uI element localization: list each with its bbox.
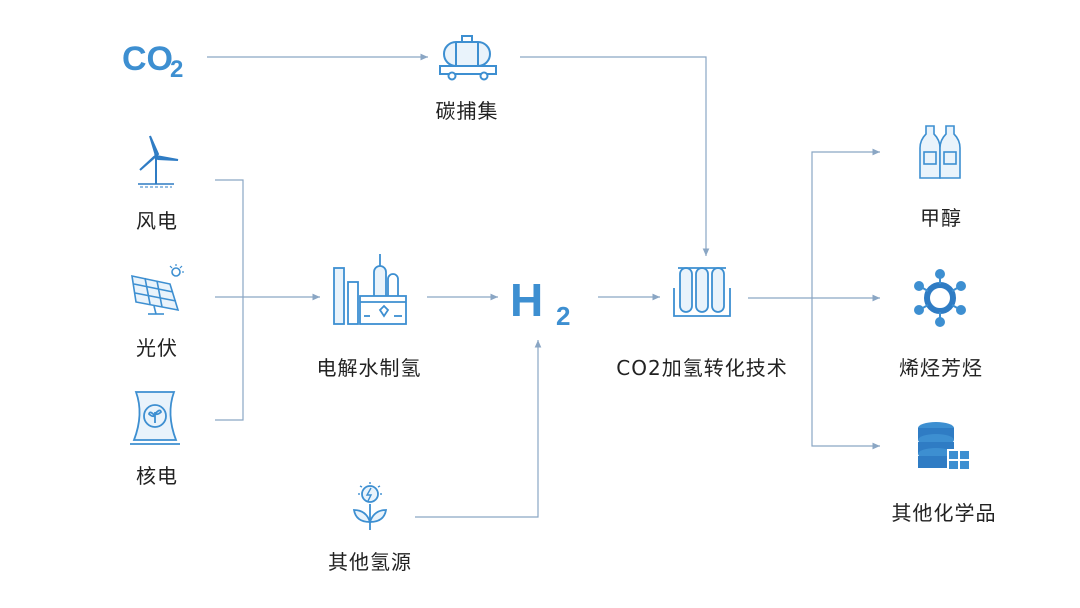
plant-energy-icon bbox=[352, 482, 388, 530]
arrow-to-chemicals bbox=[811, 298, 880, 450]
test-tubes-icon bbox=[673, 267, 731, 317]
hydrogen-symbol-sub: 2 bbox=[556, 301, 570, 331]
solar-label: 光伏 bbox=[136, 336, 178, 360]
arrow-otherh2-to-h2 bbox=[415, 340, 542, 518]
olefins-label: 烯烃芳烃 bbox=[899, 356, 983, 380]
arrow-capture-to-conversion bbox=[520, 56, 710, 256]
nuclear-label: 核电 bbox=[136, 464, 178, 488]
wind-label: 风电 bbox=[136, 209, 178, 233]
bottles-icon bbox=[919, 125, 961, 179]
methanol-label: 甲醇 bbox=[920, 206, 962, 230]
co2-symbol-sub: 2 bbox=[170, 56, 183, 83]
co2-symbol: CO 2 bbox=[122, 40, 183, 83]
co2-symbol-text: CO bbox=[122, 40, 173, 78]
capture-label: 碳捕集 bbox=[435, 99, 499, 123]
wind-turbine-icon bbox=[138, 135, 179, 188]
nuclear-plant-icon bbox=[130, 391, 180, 445]
electrolysis-label: 电解水制氢 bbox=[316, 356, 422, 380]
bracket-renewables bbox=[215, 179, 244, 421]
factory-icon bbox=[333, 254, 407, 325]
solar-panel-icon bbox=[131, 264, 184, 315]
connectors bbox=[207, 53, 880, 518]
arrow-to-methanol bbox=[811, 148, 880, 298]
database-grid-icon bbox=[918, 422, 971, 471]
chemicals-label: 其他化学品 bbox=[891, 501, 997, 525]
tanker-truck-icon bbox=[439, 35, 497, 81]
hydrogen-symbol-text: H bbox=[510, 274, 543, 326]
conversion-label: CO2加氢转化技术 bbox=[616, 356, 788, 380]
molecule-icon bbox=[914, 269, 966, 327]
hydrogen-symbol: H 2 bbox=[510, 274, 570, 331]
other-h2-label: 其他氢源 bbox=[328, 550, 412, 574]
